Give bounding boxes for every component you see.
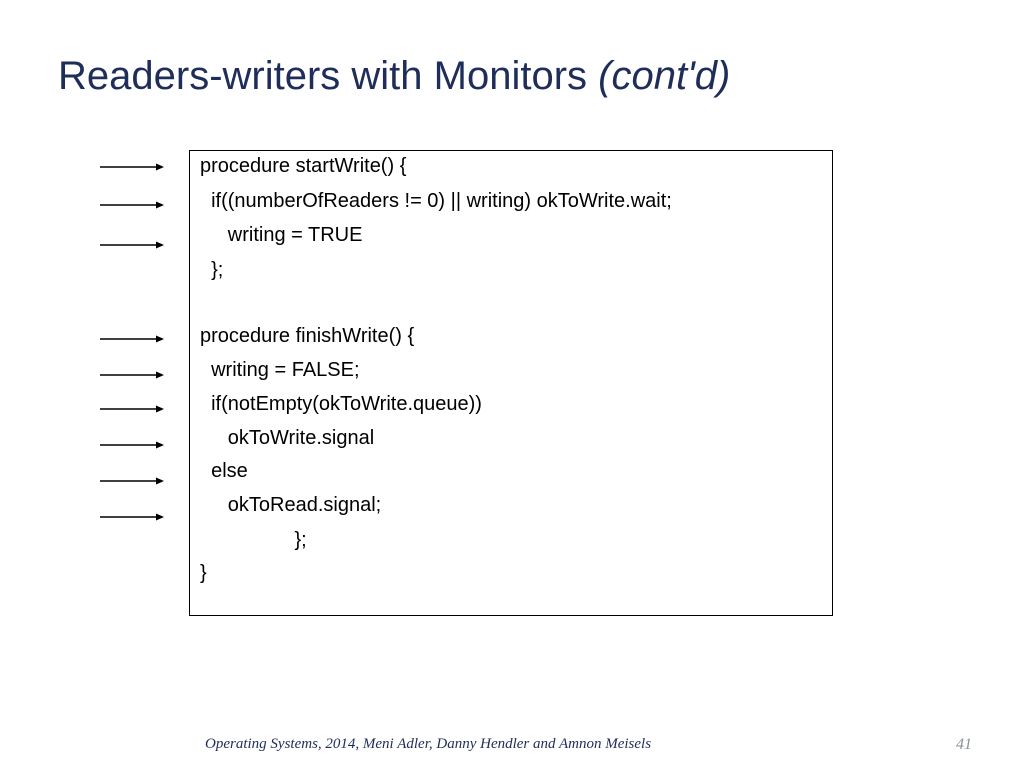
slide-title: Readers-writers with Monitors (cont'd) [58, 50, 730, 102]
line-arrow [100, 162, 164, 172]
code-line: writing = FALSE; [200, 359, 360, 381]
line-arrow [100, 404, 164, 414]
code-line: procedure startWrite() { [200, 155, 407, 177]
code-line: writing = TRUE [200, 224, 363, 246]
line-arrow [100, 334, 164, 344]
code-line: } [200, 562, 207, 584]
code-line: okToWrite.signal [200, 427, 375, 449]
line-arrow [100, 370, 164, 380]
title-suffix: (cont'd) [598, 54, 731, 98]
code-line: procedure finishWrite() { [200, 325, 415, 347]
line-arrow [100, 440, 164, 450]
line-arrow [100, 240, 164, 250]
page-number: 41 [956, 736, 972, 753]
code-line: else [200, 460, 248, 482]
title-main: Readers-writers with Monitors [58, 54, 588, 98]
code-line: if(notEmpty(okToWrite.queue)) [200, 393, 482, 415]
line-arrow [100, 476, 164, 486]
slide-footer: Operating Systems, 2014, Meni Adler, Dan… [205, 736, 652, 752]
line-arrow [100, 200, 164, 210]
code-line: }; [200, 259, 224, 281]
code-line: }; [200, 529, 307, 551]
code-box [189, 150, 833, 616]
line-arrow [100, 512, 164, 522]
code-line: if((numberOfReaders != 0) || writing) ok… [200, 190, 672, 212]
code-line: okToRead.signal; [200, 494, 382, 516]
